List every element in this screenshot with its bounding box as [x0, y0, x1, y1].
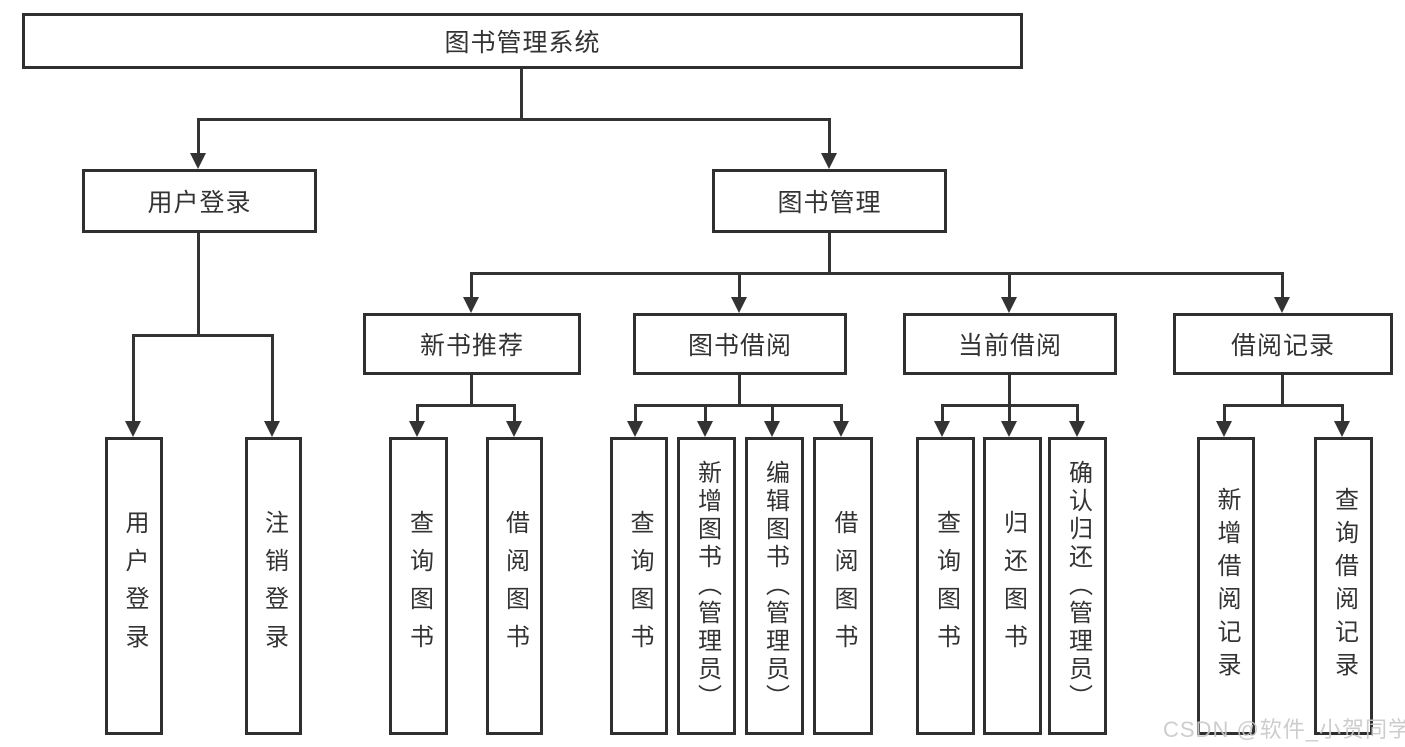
connector-line: [271, 334, 274, 424]
connector-line: [197, 118, 200, 156]
leaf-query-books-2: 查询图书: [610, 437, 668, 735]
arrow-down-icon: [1001, 297, 1017, 313]
connector-line: [771, 404, 774, 424]
connector-line: [738, 272, 741, 301]
connector-line: [197, 118, 831, 121]
node-book-management-label: 图书管理: [777, 189, 882, 217]
node-user-login-label: 用户登录: [147, 189, 252, 217]
node-root: 图书管理系统: [22, 13, 1023, 69]
connector-line: [416, 404, 419, 424]
leaf-logout: 注销登录: [245, 437, 302, 735]
arrow-down-icon: [627, 421, 643, 437]
arrow-down-icon: [125, 421, 141, 437]
arrow-down-icon: [1001, 421, 1017, 437]
node-book-management: 图书管理: [712, 169, 947, 233]
connector-line: [1281, 375, 1284, 407]
leaf-add-borrow-record: 新增借阅记录: [1197, 437, 1255, 735]
leaf-add-borrow-record-label: 新增借阅记录: [1213, 487, 1240, 685]
connector-line: [738, 375, 741, 407]
arrow-down-icon: [1334, 421, 1350, 437]
connector-line: [828, 118, 831, 156]
arrow-down-icon: [821, 153, 837, 169]
leaf-confirm-return-admin: 确认归还（管理员）: [1048, 437, 1107, 735]
connector-line: [941, 404, 944, 424]
connector-line: [416, 404, 516, 407]
arrow-down-icon: [934, 421, 950, 437]
connector-line: [197, 233, 200, 337]
connector-line: [840, 404, 843, 424]
leaf-query-borrow-record: 查询借阅记录: [1314, 437, 1373, 735]
arrow-down-icon: [409, 421, 425, 437]
leaf-user-login-label: 用户登录: [121, 510, 148, 662]
connector-line: [1008, 404, 1011, 424]
arrow-down-icon: [1274, 297, 1290, 313]
leaf-add-books-admin-label: 新增图书（管理员）: [693, 460, 721, 712]
leaf-query-books-2-label: 查询图书: [626, 510, 653, 662]
connector-line: [132, 334, 274, 337]
connector-line: [1281, 272, 1284, 301]
leaf-return-books-label: 归还图书: [999, 510, 1027, 662]
leaf-query-books-3-label: 查询图书: [932, 510, 960, 662]
arrow-down-icon: [1069, 421, 1085, 437]
connector-line: [470, 272, 473, 301]
arrow-down-icon: [506, 421, 522, 437]
connector-line: [132, 334, 135, 424]
connector-line: [1008, 272, 1011, 301]
leaf-borrow-books-2-label: 借阅图书: [830, 510, 857, 662]
leaf-borrow-books-1: 借阅图书: [486, 437, 543, 735]
connector-line: [1223, 404, 1344, 407]
connector-line: [520, 69, 523, 120]
connector-line: [634, 404, 843, 407]
leaf-confirm-return-admin-label: 确认归还（管理员）: [1064, 460, 1092, 712]
connector-line: [828, 233, 831, 275]
node-book-borrowing: 图书借阅: [633, 313, 847, 375]
csdn-watermark: CSDN @软件_小贺同学: [1163, 717, 1405, 742]
arrow-down-icon: [731, 297, 747, 313]
arrow-down-icon: [190, 153, 206, 169]
leaf-return-books: 归还图书: [983, 437, 1042, 735]
leaf-logout-label: 注销登录: [260, 510, 288, 662]
leaf-query-books-1: 查询图书: [389, 437, 448, 735]
leaf-borrow-books-1-label: 借阅图书: [501, 510, 529, 662]
node-new-book-recommend-label: 新书推荐: [419, 332, 524, 360]
node-current-borrowing: 当前借阅: [903, 313, 1117, 375]
connector-line: [470, 272, 1284, 275]
node-user-login: 用户登录: [82, 169, 317, 233]
connector-line: [470, 375, 473, 407]
arrow-down-icon: [463, 297, 479, 313]
leaf-edit-books-admin-label: 编辑图书（管理员）: [761, 460, 789, 712]
leaf-user-login: 用户登录: [105, 437, 163, 735]
connector-line: [1008, 375, 1011, 407]
node-book-borrowing-label: 图书借阅: [687, 332, 792, 360]
node-new-book-recommend: 新书推荐: [363, 313, 581, 375]
arrow-down-icon: [833, 421, 849, 437]
connector-line: [634, 404, 637, 424]
arrow-down-icon: [264, 421, 280, 437]
connector-line: [1341, 404, 1344, 424]
node-current-borrowing-label: 当前借阅: [957, 332, 1062, 360]
leaf-query-books-1-label: 查询图书: [405, 510, 433, 662]
leaf-query-books-3: 查询图书: [916, 437, 975, 735]
connector-line: [704, 404, 707, 424]
connector-line: [1223, 404, 1226, 424]
arrow-down-icon: [697, 421, 713, 437]
leaf-query-borrow-record-label: 查询借阅记录: [1330, 487, 1358, 685]
node-borrowing-records: 借阅记录: [1173, 313, 1393, 375]
arrow-down-icon: [1216, 421, 1232, 437]
leaf-edit-books-admin: 编辑图书（管理员）: [745, 437, 804, 735]
leaf-borrow-books-2: 借阅图书: [813, 437, 873, 735]
connector-line: [513, 404, 516, 424]
node-root-label: 图书管理系统: [444, 29, 601, 57]
connector-line: [1076, 404, 1079, 424]
leaf-add-books-admin: 新增图书（管理员）: [677, 437, 736, 735]
node-borrowing-records-label: 借阅记录: [1230, 332, 1335, 360]
arrow-down-icon: [764, 421, 780, 437]
